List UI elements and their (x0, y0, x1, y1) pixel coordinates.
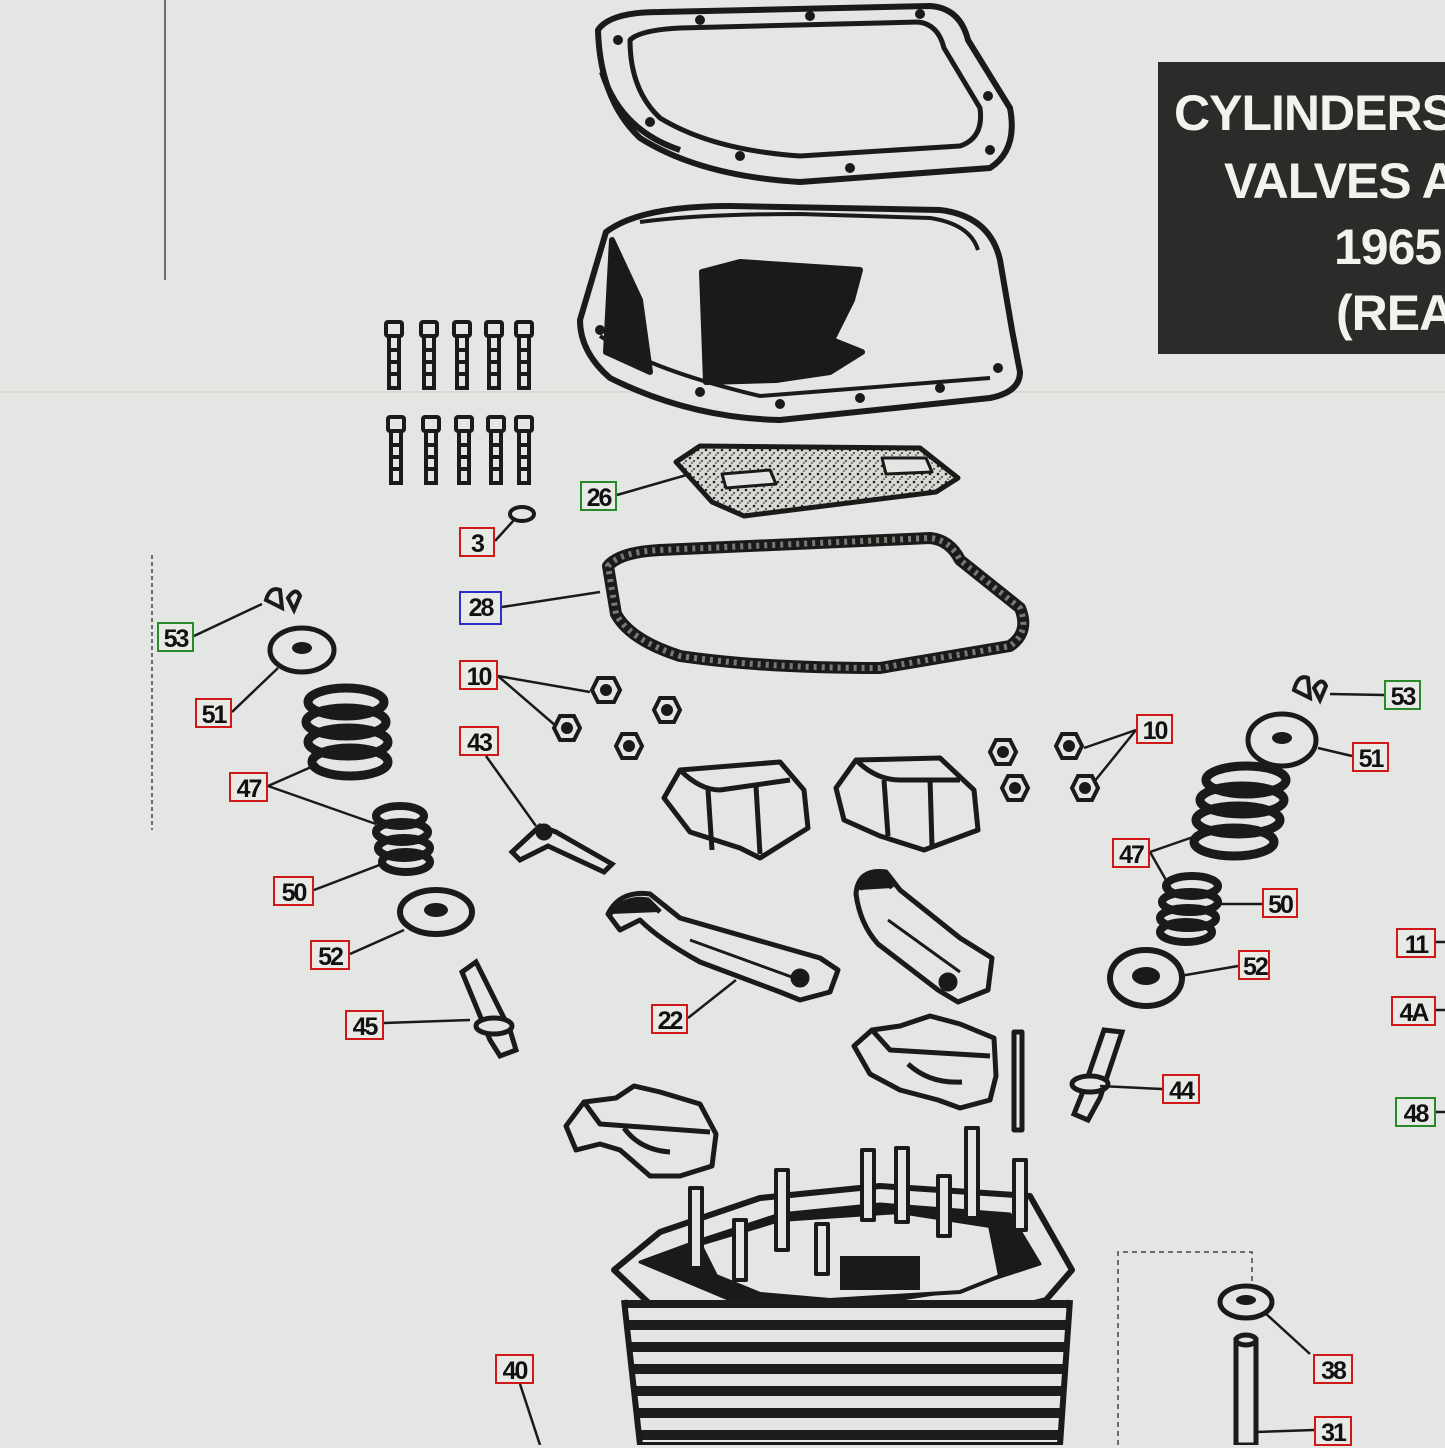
callout-26[interactable]: 26 (580, 481, 617, 512)
title-block: CYLINDERS VALVES A 1965 (REA (1158, 62, 1445, 354)
rocker-arm-43 (508, 823, 617, 876)
inner-spring-50-right (1156, 872, 1222, 946)
cylinder-head (611, 1126, 1075, 1445)
cylinder-studs (688, 1126, 1028, 1282)
washer-3 (508, 505, 536, 523)
callout-10-right[interactable]: 10 (1136, 714, 1173, 745)
washer-38 (1217, 1283, 1275, 1321)
title-line-4: (REA (1336, 285, 1445, 341)
valve-assembly-right (1069, 675, 1329, 1124)
callout-40[interactable]: 40 (495, 1354, 534, 1385)
spring-seat-52-left (397, 887, 475, 937)
nuts-10-left (551, 676, 683, 760)
retainer-51-left (267, 625, 337, 675)
rocker-cover-top (595, 3, 1015, 185)
title-line-3: 1965 (1334, 219, 1442, 275)
callout-47-right[interactable]: 47 (1112, 838, 1150, 869)
callout-48[interactable]: 48 (1395, 1097, 1436, 1128)
callout-50-right[interactable]: 50 (1262, 888, 1298, 919)
callout-43[interactable]: 43 (459, 726, 499, 757)
outer-spring-47-right (1189, 761, 1291, 861)
callout-51-right[interactable]: 51 (1352, 742, 1389, 773)
callout-45[interactable]: 45 (345, 1010, 384, 1041)
cover-bolts (384, 320, 534, 485)
cover-bolt-holes (613, 9, 995, 173)
callout-47-left[interactable]: 47 (229, 772, 268, 803)
valve-guide-45 (458, 958, 520, 1060)
callout-38[interactable]: 38 (1313, 1354, 1353, 1385)
title-line-2: VALVES A (1224, 153, 1445, 209)
pushrod-tube-31 (1233, 1332, 1259, 1445)
callout-22[interactable]: 22 (651, 1004, 688, 1035)
outer-spring-47-left (301, 683, 393, 781)
callout-28[interactable]: 28 (459, 591, 502, 625)
rocker-arms-22 (605, 868, 995, 1005)
lower-support-blocks (563, 1013, 1025, 1179)
gasket-28 (602, 532, 1030, 674)
callout-3[interactable]: 3 (459, 527, 495, 558)
callout-53-left[interactable]: 53 (157, 622, 194, 653)
valve-guide-44 (1069, 1027, 1126, 1124)
callout-4a[interactable]: 4A (1391, 996, 1436, 1027)
title-line-1: CYLINDERS (1174, 85, 1445, 141)
callout-50-left[interactable]: 50 (273, 876, 314, 907)
retainer-51-right (1245, 711, 1319, 769)
callout-31[interactable]: 31 (1314, 1416, 1352, 1447)
inner-spring-50-left (372, 802, 434, 876)
keepers-53-right (1291, 675, 1329, 705)
callout-51-left[interactable]: 51 (195, 698, 232, 729)
leader-lines (193, 472, 1445, 1445)
callout-52-left[interactable]: 52 (310, 940, 350, 971)
rocker-box (577, 203, 1023, 423)
valve-assembly-left (263, 587, 520, 1060)
callout-52-right[interactable]: 52 (1238, 950, 1270, 981)
callout-11[interactable]: 11 (1396, 928, 1436, 959)
callout-44[interactable]: 44 (1162, 1074, 1200, 1105)
box-bolt-holes (595, 325, 1003, 409)
nuts-10-right (987, 732, 1101, 802)
spring-seat-52-right (1107, 947, 1185, 1009)
callout-10-left[interactable]: 10 (459, 660, 498, 691)
rocker-bearing-blocks (661, 755, 981, 861)
callout-53-right[interactable]: 53 (1384, 680, 1421, 711)
gasket-26 (673, 443, 961, 519)
keepers-53-left (263, 587, 303, 615)
